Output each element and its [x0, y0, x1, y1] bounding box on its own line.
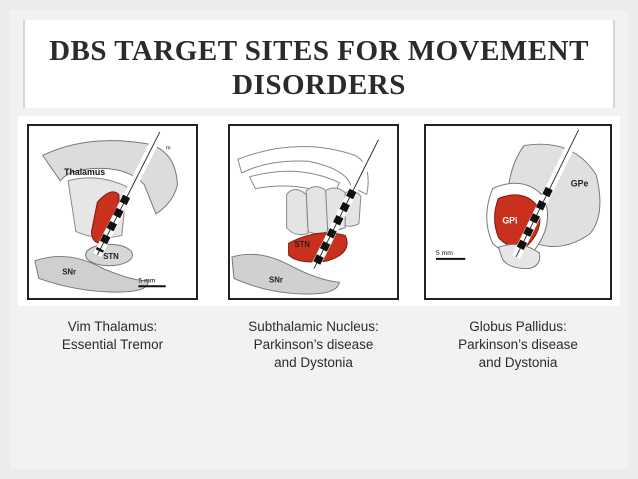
panel-vim-thalamus: 5 mm Thalamus m STN SNr	[27, 124, 198, 300]
scale-label: 5 mm	[138, 277, 155, 284]
scale-label: 5 mm	[436, 250, 453, 257]
stn-label: STN	[103, 252, 119, 261]
title-line-1: DBS TARGET SITES FOR MOVEMENT	[49, 35, 589, 67]
caption-line: Globus Pallidus:	[469, 319, 567, 334]
snr-label: SNr	[62, 268, 76, 277]
title-line-2: DISORDERS	[232, 69, 406, 101]
snr-label: SNr	[269, 275, 283, 284]
snr-structure	[231, 253, 340, 295]
thalamus-label: Thalamus	[64, 167, 105, 177]
outer-arc	[237, 146, 369, 196]
caption-line: Subthalamic Nucleus:	[248, 319, 379, 334]
diagram-globus-pallidus: 5 mm GPe GPi	[436, 127, 601, 270]
diagram-vim-thalamus: 5 mm Thalamus m STN SNr	[34, 129, 178, 293]
diagram-subthalamic-nucleus: STN SNr	[231, 137, 383, 295]
caption-line: Parkinson’s disease	[253, 337, 374, 352]
title-box: DBS TARGET SITES FOR MOVEMENT DISORDERS	[23, 20, 615, 108]
gpe-label: GPe	[571, 179, 589, 189]
caption-subthalamic-nucleus: Subthalamic Nucleus: Parkinson’s disease…	[228, 318, 399, 372]
caption-line: and Dystonia	[274, 355, 353, 370]
caption-line: and Dystonia	[478, 355, 558, 370]
caption-vim-thalamus: Vim Thalamus: Essential Tremor	[27, 318, 198, 354]
caption-line: Vim Thalamus:	[67, 319, 158, 334]
caption-globus-pallidus: Globus Pallidus: Parkinson’s disease and…	[424, 318, 612, 372]
gpi-label: GPi	[502, 216, 517, 226]
caption-line: Essential Tremor	[61, 337, 164, 352]
electrode-contacts	[95, 194, 131, 253]
panel-subthalamic-nucleus: STN SNr	[228, 124, 399, 300]
snr-structure	[34, 256, 149, 293]
caption-line: Parkinson’s disease	[458, 337, 578, 352]
slide-title: DBS TARGET SITES FOR MOVEMENT DISORDERS	[25, 34, 613, 102]
panel-globus-pallidus: 5 mm GPe GPi	[424, 124, 612, 300]
stn-label: STN	[294, 240, 310, 249]
m-label: m	[166, 145, 171, 151]
electrode-contacts	[514, 186, 553, 255]
